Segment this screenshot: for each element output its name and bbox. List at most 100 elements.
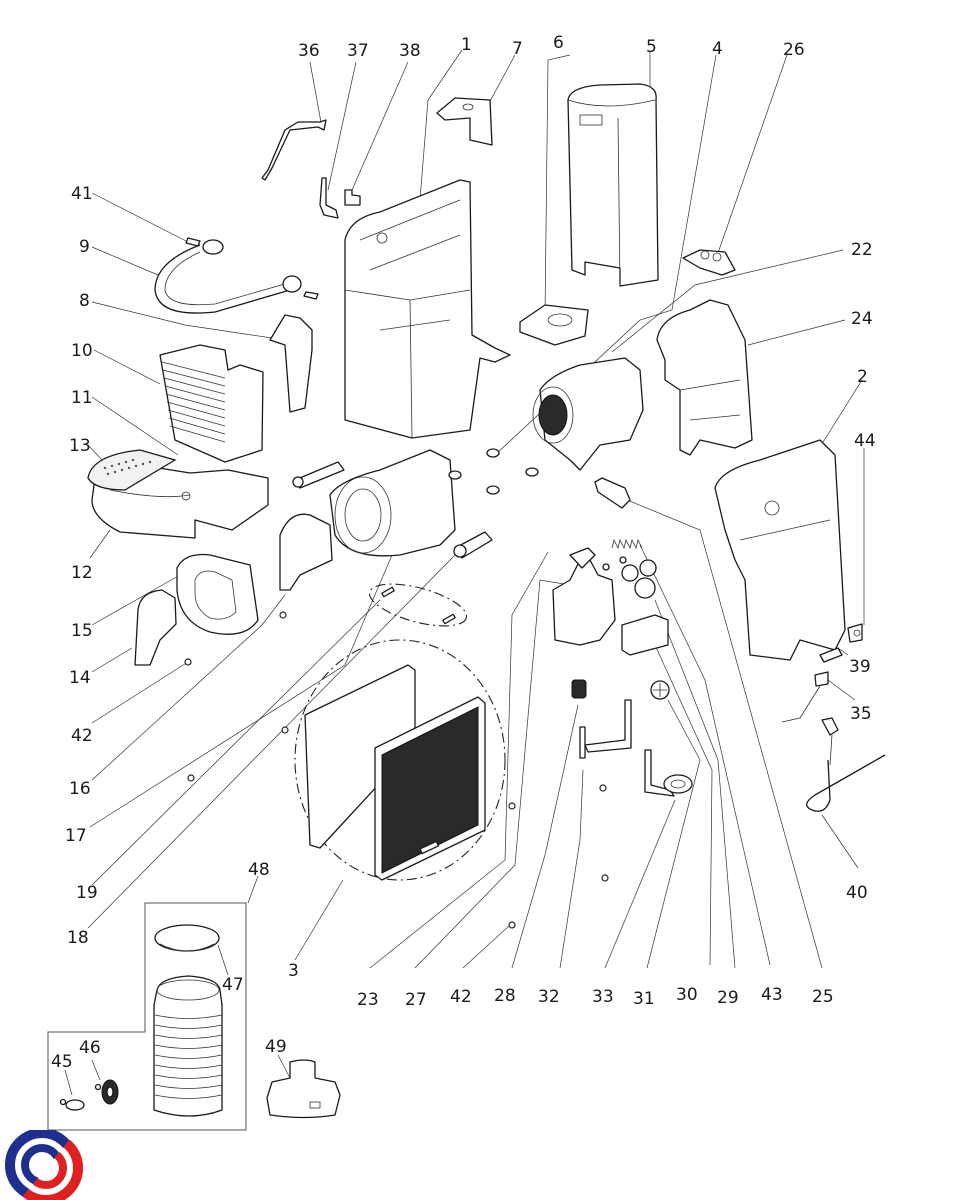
callout-1: 1 — [461, 35, 472, 55]
leader-30 — [654, 644, 713, 966]
part-46-magnet — [94, 1079, 119, 1105]
part-40-heater-pipe — [806, 717, 886, 812]
callout-labels: 36 37 38 1 7 6 5 4 26 22 24 2 44 41 9 8 … — [51, 33, 876, 1072]
leader-18 — [87, 554, 456, 929]
part-13-drip-grid — [87, 449, 177, 491]
part-30-block — [621, 614, 669, 656]
leader-15 — [91, 574, 181, 626]
callout-33: 33 — [592, 987, 614, 1007]
part-43-spring — [611, 538, 643, 550]
leader-43 — [639, 544, 771, 966]
leader-41 — [91, 192, 191, 244]
part-39-clip — [819, 647, 843, 663]
leader-11 — [91, 396, 179, 456]
part-26-button-cap — [682, 249, 736, 276]
callout-12: 12 — [71, 563, 93, 583]
callout-29: 29 — [717, 988, 739, 1008]
leader-19 — [91, 599, 381, 886]
part-36-clip — [261, 119, 327, 181]
leader-39 — [837, 647, 849, 656]
part-1-main-frame — [344, 179, 511, 439]
callout-31: 31 — [633, 989, 655, 1009]
callout-19: 19 — [76, 883, 98, 903]
leader-36 — [309, 61, 323, 129]
leader-1 — [419, 49, 463, 201]
callout-46: 46 — [79, 1038, 101, 1058]
callout-10: 10 — [71, 341, 93, 361]
callout-17: 17 — [65, 826, 87, 846]
part-31-valve — [650, 680, 670, 700]
part-19-link-arm — [292, 461, 345, 489]
leader-42b — [462, 924, 511, 969]
leader-8 — [91, 301, 273, 339]
part-38-bracket — [344, 189, 361, 206]
callout-5: 5 — [646, 37, 657, 57]
leader-25 — [614, 494, 823, 969]
leader-46 — [91, 1059, 101, 1081]
callout-47: 47 — [222, 975, 244, 995]
leader-10 — [93, 349, 161, 385]
part-28-spring — [571, 679, 587, 699]
callout-42-b: 42 — [450, 987, 472, 1007]
part-9-hose — [154, 239, 302, 314]
leader-33 — [604, 799, 676, 969]
leader-38 — [351, 61, 409, 191]
part-41-screw — [185, 237, 201, 247]
callout-32: 32 — [538, 987, 560, 1007]
leader-7 — [487, 54, 516, 106]
leader-16 — [91, 594, 286, 781]
leader-37 — [327, 61, 357, 191]
part-5-water-tank — [567, 83, 659, 287]
part-6-bracket — [519, 304, 589, 346]
leader-26 — [717, 54, 788, 254]
callout-48: 48 — [248, 860, 270, 880]
callout-26: 26 — [783, 40, 805, 60]
part-10-grounds-container — [159, 344, 264, 463]
frother-jug — [153, 975, 223, 1117]
callout-39: 39 — [849, 657, 871, 677]
part-35-wire — [781, 671, 829, 723]
leader-45 — [64, 1069, 73, 1096]
callout-24: 24 — [851, 309, 873, 329]
leader-23 — [369, 551, 549, 969]
part-16-nozzle — [279, 513, 333, 591]
leader-24 — [747, 319, 846, 346]
leader-9 — [91, 246, 159, 276]
callout-4: 4 — [712, 39, 723, 59]
callout-2: 2 — [857, 367, 868, 387]
callout-11: 11 — [71, 388, 93, 408]
part-37-bracket — [319, 177, 339, 219]
callout-18: 18 — [67, 928, 89, 948]
callout-37: 37 — [347, 41, 369, 61]
part-22-grinder-motor — [532, 357, 644, 471]
part-18-link-arm — [453, 531, 493, 559]
leader-17 — [89, 554, 393, 828]
leader-35 — [827, 679, 856, 701]
part-27-washer — [602, 556, 627, 571]
screws — [184, 611, 609, 929]
callout-38: 38 — [399, 41, 421, 61]
part-33-pipe — [644, 749, 693, 797]
part-23-pump — [552, 547, 616, 646]
leader-13 — [87, 444, 103, 461]
leader-12 — [89, 529, 111, 559]
leader-6 — [544, 54, 571, 316]
brand-logo — [5, 1130, 83, 1200]
callout-30: 30 — [676, 985, 698, 1005]
callout-3: 3 — [288, 961, 299, 981]
part-7-bracket — [436, 97, 493, 146]
part-32-pipe — [579, 699, 632, 759]
callout-9: 9 — [79, 237, 90, 257]
callout-13: 13 — [69, 436, 91, 456]
callout-15: 15 — [71, 621, 93, 641]
callout-6: 6 — [553, 33, 564, 53]
leader-49 — [277, 1054, 291, 1079]
part-14-spout — [134, 589, 177, 666]
callout-25: 25 — [812, 987, 834, 1007]
callout-27: 27 — [405, 990, 427, 1010]
callout-35: 35 — [850, 704, 872, 724]
part-29-gears — [621, 559, 657, 599]
part-45-whisk — [59, 1098, 85, 1111]
callout-41: 41 — [71, 184, 93, 204]
